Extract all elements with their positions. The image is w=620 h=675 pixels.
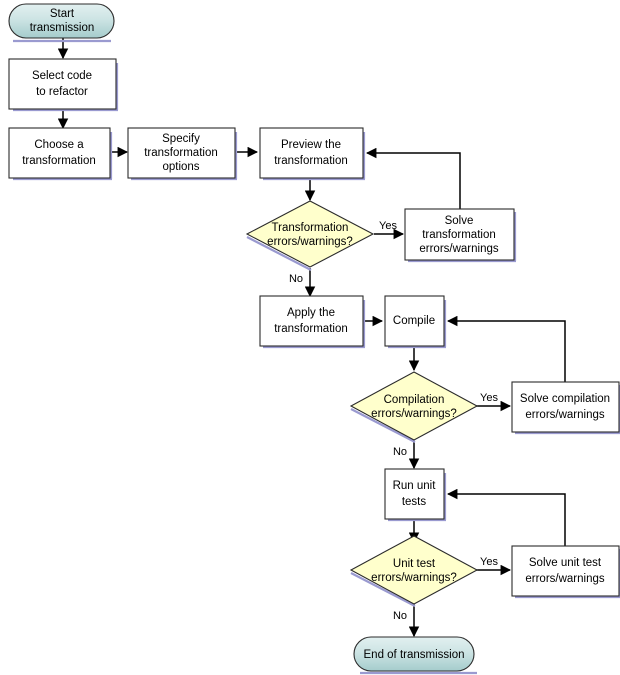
select-code-label-line1: Select code — [32, 70, 92, 82]
specify-options-label-line1: Specify — [162, 133, 200, 145]
run-unit-tests-box — [384, 468, 445, 520]
node-specify-options[interactable]: Specify transformation options — [127, 127, 238, 181]
node-unit-test-errors[interactable]: Unit test errors/warnings? Yes No — [349, 535, 498, 622]
select-code-box — [8, 58, 117, 110]
compile-label-line1: Compile — [393, 315, 435, 327]
transformation-errors-label-line1: Transformation — [272, 222, 349, 234]
choose-transformation-box — [8, 127, 111, 179]
end-label-line1: End of transmission — [364, 649, 465, 661]
solve-transformation-box — [404, 208, 515, 261]
choose-transformation-label-line2: transformation — [22, 155, 96, 167]
transformation-errors-no-label: No — [289, 273, 303, 285]
node-select-code[interactable]: Select code to refactor — [8, 58, 119, 112]
solve-unit-test-box — [511, 545, 620, 597]
unit-test-errors-diamond — [349, 535, 479, 605]
solve-unit-test-label-line1: Solve unit test — [529, 557, 602, 569]
transformation-errors-label-line2: errors/warnings? — [267, 236, 353, 248]
start-terminator-shape — [8, 3, 115, 39]
solve-transformation-label-line2: transformation — [422, 229, 496, 241]
apply-transformation-box — [259, 295, 364, 347]
compile-box — [384, 295, 445, 347]
start-label-line2: transmission — [30, 22, 95, 34]
node-compile[interactable]: Compile — [384, 295, 447, 349]
solve-transformation-label-line1: Solve — [445, 215, 474, 227]
edge-solve-unittest-loop-back — [446, 488, 566, 546]
unit-test-errors-yes-label: Yes — [480, 556, 498, 568]
transformation-errors-diamond — [245, 200, 375, 268]
specify-options-label-line2: transformation — [144, 147, 218, 159]
preview-label-line1: Preview the — [281, 139, 341, 151]
end-terminator-shape — [353, 636, 475, 672]
node-run-unit-tests[interactable]: Run unit tests — [384, 468, 447, 522]
node-compilation-errors[interactable]: Compilation errors/warnings? Yes No — [349, 371, 498, 458]
node-choose-transformation[interactable]: Choose a transformation — [8, 127, 113, 181]
specify-options-box — [127, 127, 236, 179]
unit-test-errors-label-line2: errors/warnings? — [371, 572, 457, 584]
node-end[interactable]: End of transmission — [353, 636, 477, 675]
preview-box — [259, 127, 364, 179]
edge-solve-compile-loop-back — [446, 315, 566, 382]
preview-label-line2: transformation — [274, 155, 348, 167]
node-solve-transformation[interactable]: Solve transformation errors/warnings — [404, 208, 517, 263]
apply-transformation-label-line1: Apply the — [287, 307, 335, 319]
compilation-errors-label-line2: errors/warnings? — [371, 408, 457, 420]
node-start[interactable]: Start transmission — [8, 3, 115, 43]
start-label-line1: Start — [50, 8, 75, 20]
node-solve-compilation[interactable]: Solve compilation errors/warnings — [511, 381, 620, 435]
choose-transformation-label-line1: Choose a — [34, 139, 84, 151]
run-unit-tests-label-line1: Run unit — [393, 480, 437, 492]
transformation-errors-yes-label: Yes — [379, 220, 397, 232]
node-transformation-errors[interactable]: Transformation errors/warnings? Yes No — [245, 200, 397, 285]
unit-test-errors-label-line1: Unit test — [393, 558, 436, 570]
solve-transformation-label-line3: errors/warnings — [419, 243, 498, 255]
node-preview[interactable]: Preview the transformation — [259, 127, 366, 181]
node-solve-unit-test[interactable]: Solve unit test errors/warnings — [511, 545, 620, 599]
apply-transformation-label-line2: transformation — [274, 323, 348, 335]
edge-solve-transform-loop-back — [365, 147, 461, 209]
solve-unit-test-label-line2: errors/warnings — [525, 573, 604, 585]
solve-compilation-label-line2: errors/warnings — [525, 409, 604, 421]
compilation-errors-diamond — [349, 371, 479, 441]
select-code-label-line2: to refactor — [36, 86, 88, 98]
compilation-errors-label-line1: Compilation — [384, 394, 445, 406]
solve-compilation-box — [511, 381, 620, 433]
solve-compilation-label-line1: Solve compilation — [520, 393, 610, 405]
compilation-errors-no-label: No — [393, 446, 407, 458]
specify-options-label-line3: options — [162, 161, 199, 173]
compilation-errors-yes-label: Yes — [480, 392, 498, 404]
node-apply-transformation[interactable]: Apply the transformation — [259, 295, 366, 349]
run-unit-tests-label-line2: tests — [402, 496, 427, 508]
unit-test-errors-no-label: No — [393, 610, 407, 622]
